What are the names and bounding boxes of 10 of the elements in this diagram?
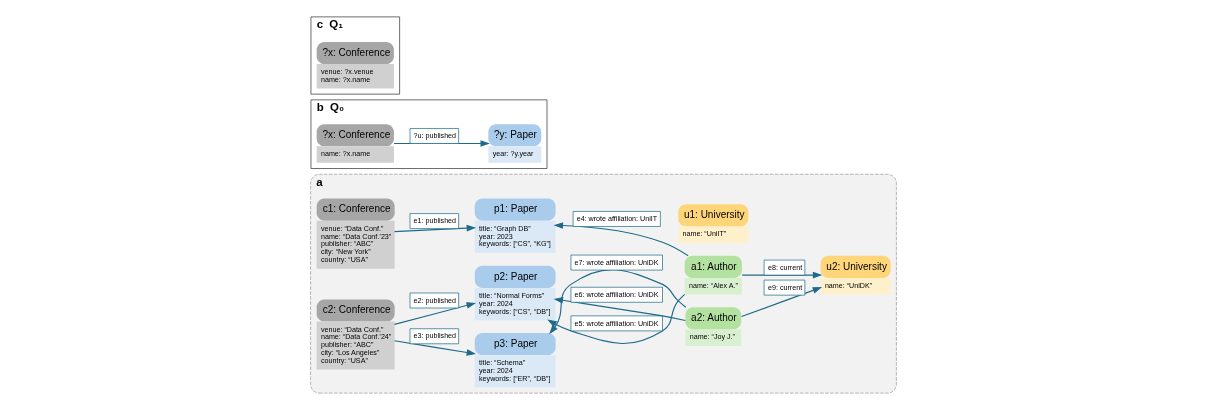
- arrow: [393, 340, 476, 356]
- arrow: [741, 271, 822, 279]
- arrow: [393, 302, 476, 325]
- arrow: [553, 297, 686, 322]
- arrow: [740, 287, 822, 318]
- arrow: [548, 269, 686, 335]
- arrow: [553, 222, 689, 257]
- arrow: [546, 293, 685, 345]
- arrow: [393, 140, 490, 147]
- arrow: [393, 224, 476, 233]
